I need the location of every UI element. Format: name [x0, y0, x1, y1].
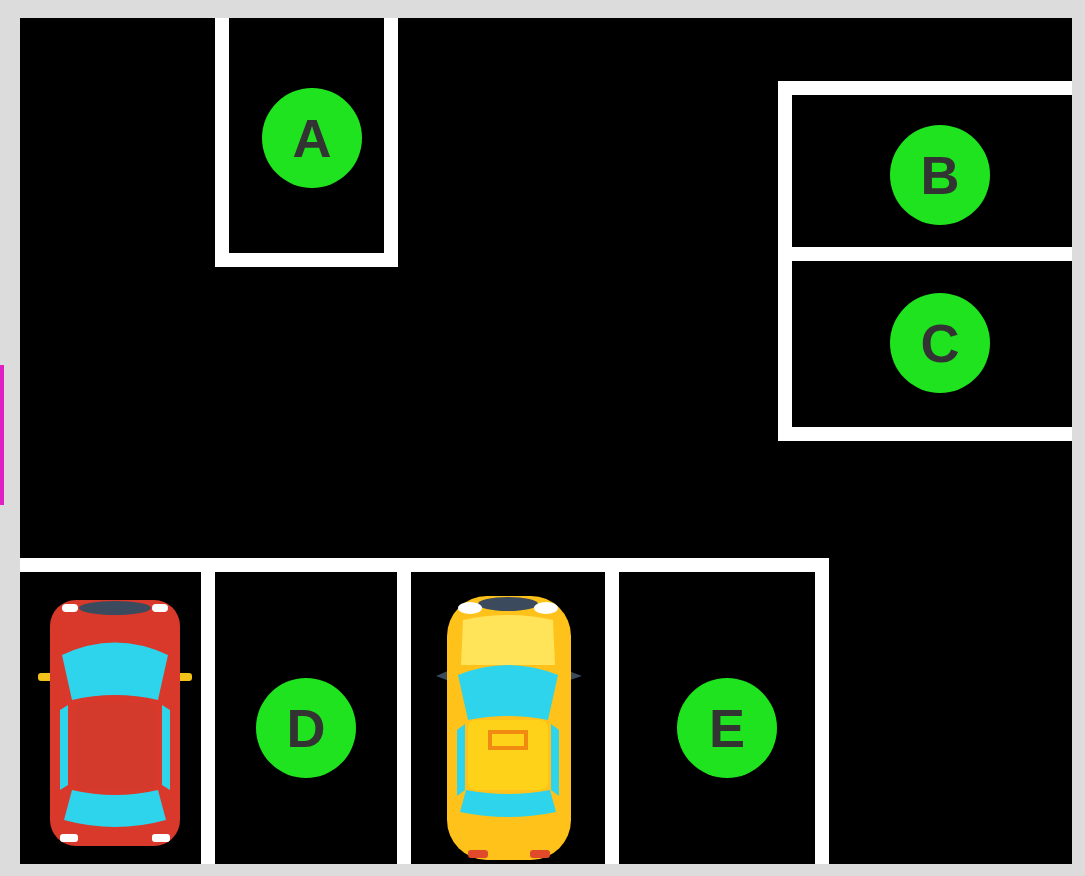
space-letter: D	[287, 701, 326, 755]
space-letter: E	[709, 701, 745, 755]
yellow-taxi	[436, 596, 582, 860]
space-label-circle: D	[256, 678, 356, 778]
space-label-circle: A	[262, 88, 362, 188]
space-label-circle: C	[890, 293, 990, 393]
space-letter: B	[921, 148, 960, 202]
parking-lines	[20, 18, 1072, 864]
red-car	[38, 600, 192, 846]
space-label-circle: E	[677, 678, 777, 778]
space-letter: C	[921, 316, 960, 370]
space-label-circle: B	[890, 125, 990, 225]
edge-mark	[0, 365, 4, 505]
space-letter: A	[293, 111, 332, 165]
asphalt	[20, 18, 1072, 864]
